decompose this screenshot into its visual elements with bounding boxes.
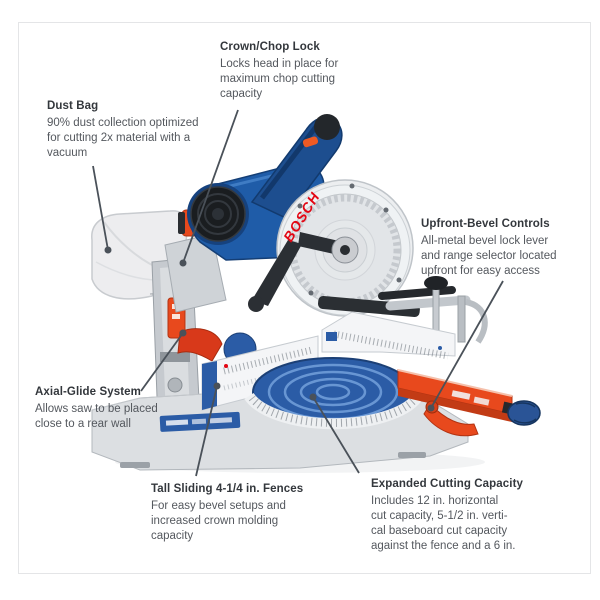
leader-dot-expanded	[309, 393, 317, 401]
callout-axial-glide-system: Axial-Glide System Allows saw to be plac…	[35, 385, 185, 432]
callout-title: Axial-Glide System	[35, 386, 141, 398]
callout-title: Expanded Cutting Capacity	[371, 478, 524, 490]
leader-lines	[92, 109, 504, 477]
callout-title: Crown/Chop Lock	[220, 41, 320, 53]
leader-upfront-bevel	[430, 280, 504, 409]
leader-dots	[104, 246, 435, 412]
handle-end-cap	[314, 114, 340, 140]
rear-slide-bar	[318, 295, 420, 318]
leader-axial-glide	[140, 332, 184, 392]
callout-desc: Allows saw to be placed close to a rear …	[35, 403, 158, 430]
right-fence	[321, 311, 456, 360]
motor-vent-cap	[187, 183, 249, 245]
leader-crown-chop	[182, 109, 239, 264]
callout-expanded-cutting-capacity: Expanded Cutting Capacity Includes 12 in…	[371, 477, 571, 554]
callout-desc: 90% dust collection optimized for cuttin…	[47, 117, 199, 159]
right-fence-scale	[333, 330, 449, 360]
leader-dot-dust-bag	[104, 246, 112, 254]
callout-dust-bag: Dust Bag 90% dust collection optimized f…	[47, 99, 222, 161]
leader-dot-crown-chop	[179, 259, 187, 267]
callout-desc: Locks head in place for maximum chop cut…	[220, 58, 339, 100]
base-model-label	[159, 411, 241, 432]
callout-tall-sliding-fences: Tall Sliding 4-1/4 in. Fences For easy b…	[151, 482, 336, 544]
leader-dot-fences	[213, 382, 221, 390]
leader-dot-upfront-bevel	[427, 404, 435, 412]
handle-lock-button	[302, 136, 319, 148]
leader-expanded	[312, 396, 360, 474]
callout-desc: All-metal bevel lock lever and range sel…	[421, 235, 557, 277]
callout-title: Dust Bag	[47, 100, 99, 112]
callout-desc: Includes 12 in. horizontal cut capacity,…	[371, 495, 516, 552]
clamp-knob	[424, 276, 448, 290]
miter-lock-lever	[423, 403, 479, 437]
miter-angle-scale	[244, 392, 422, 430]
callout-title: Tall Sliding 4-1/4 in. Fences	[151, 483, 304, 495]
miter-handle-knob	[507, 400, 541, 426]
callout-desc: For easy bevel setups and increased crow…	[151, 500, 286, 542]
saw-handle	[250, 114, 343, 219]
callout-crown-chop-lock: Crown/Chop Lock Locks head in place for …	[220, 40, 350, 102]
saw-head: BOSCH	[187, 114, 414, 317]
miter-arm	[397, 369, 541, 437]
callout-upfront-bevel-controls: Upfront-Bevel Controls All-metal bevel l…	[421, 217, 591, 279]
bevel-hinge-lever	[177, 328, 223, 362]
leader-fences	[195, 385, 218, 477]
leader-dot-axial-glide	[179, 329, 187, 337]
axial-glide-column	[151, 257, 201, 425]
material-clamp	[424, 276, 448, 337]
saw-base	[91, 276, 541, 471]
leader-dust-bag	[92, 165, 109, 251]
rear-rails	[378, 286, 488, 344]
guard-lever-arm	[252, 240, 302, 306]
callout-title: Upfront-Bevel Controls	[421, 218, 550, 230]
guard-screws	[297, 183, 402, 296]
